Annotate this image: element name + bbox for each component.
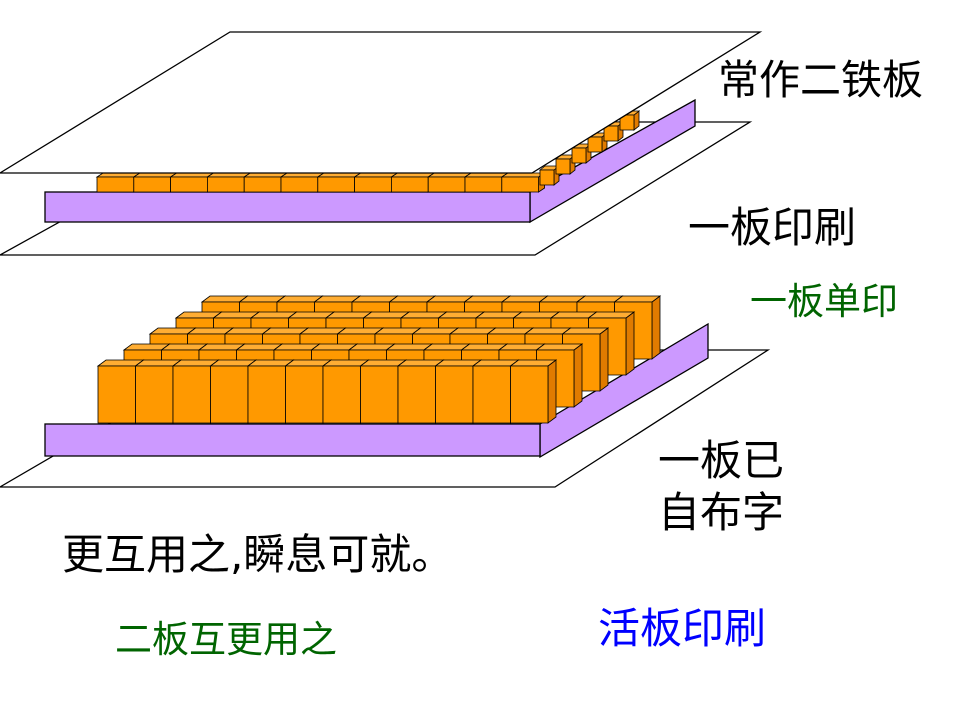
lower-type-blocks: [96, 295, 662, 424]
type-block: [390, 172, 436, 193]
type-block: [95, 172, 142, 193]
type-block-front: [603, 125, 619, 142]
type-block: [353, 172, 399, 193]
type-block-side: [547, 359, 557, 424]
type-block: [463, 172, 510, 193]
movable-type-label: 活板印刷: [598, 604, 767, 653]
type-block-front: [390, 176, 429, 193]
type-block-front: [555, 158, 571, 175]
type-block: [538, 165, 561, 186]
type-block: [316, 172, 362, 193]
type-block-top: [561, 327, 610, 335]
type-block-front: [397, 365, 436, 424]
type-block-front: [135, 365, 174, 424]
type-block-front: [97, 365, 136, 424]
type-block-side: [573, 343, 583, 408]
type-block-front: [170, 176, 208, 193]
type-block-front: [354, 176, 392, 193]
type-block: [509, 359, 558, 424]
type-block-side: [599, 327, 609, 392]
type-block-side: [651, 295, 661, 360]
type-block-side: [625, 311, 635, 376]
type-block-front: [427, 176, 466, 193]
lower-plate-assembly: [0, 295, 771, 488]
type-block-front: [317, 176, 356, 193]
type-block-front: [243, 176, 282, 193]
type-block-front: [501, 176, 539, 193]
type-block: [242, 172, 289, 193]
type-block: [426, 172, 473, 193]
type-block-front: [206, 176, 245, 193]
type-block-top: [587, 311, 636, 319]
type-block: [279, 172, 326, 193]
type-block-front: [539, 169, 555, 186]
type-block-front: [472, 365, 511, 424]
iron-plate-sheet: [0, 31, 763, 174]
type-block-front: [133, 176, 172, 193]
type-block-top: [613, 295, 662, 303]
type-block-front: [247, 365, 286, 424]
type-block-front: [210, 365, 249, 424]
iron-plate-label: 常作二铁板: [718, 56, 923, 104]
one-plate-line1-label: 一板已: [658, 436, 785, 485]
upper-plate-assembly: [0, 31, 763, 256]
type-block-front: [322, 365, 361, 424]
type-block-front: [510, 365, 549, 424]
one-plate-line2-label: 自布字: [658, 488, 785, 537]
type-block: [206, 172, 252, 193]
two-plates-label: 二板互更用之: [115, 618, 337, 661]
type-block-front: [280, 176, 319, 193]
type-block: [500, 172, 546, 193]
upper-tray-front: [44, 191, 531, 223]
type-block-top: [509, 359, 558, 367]
upper-type-blocks: [95, 110, 641, 193]
one-plate-printing-label: 一板印刷: [688, 203, 857, 252]
alternate-use-label: 更互用之,瞬息可就。: [62, 530, 454, 579]
type-block-front: [360, 365, 399, 424]
type-block-front: [435, 365, 474, 424]
lower-tray-front: [44, 423, 541, 457]
type-block-front: [571, 147, 587, 164]
type-block-front: [285, 365, 324, 424]
one-plate-single-label: 一板单印: [750, 280, 898, 323]
type-block-front: [587, 136, 603, 153]
type-block: [169, 172, 215, 193]
type-block-front: [464, 176, 503, 193]
type-block: [132, 172, 178, 193]
type-block-top: [535, 343, 584, 351]
type-block-front: [619, 114, 635, 131]
type-block-front: [96, 176, 135, 193]
type-block-front: [172, 365, 211, 424]
